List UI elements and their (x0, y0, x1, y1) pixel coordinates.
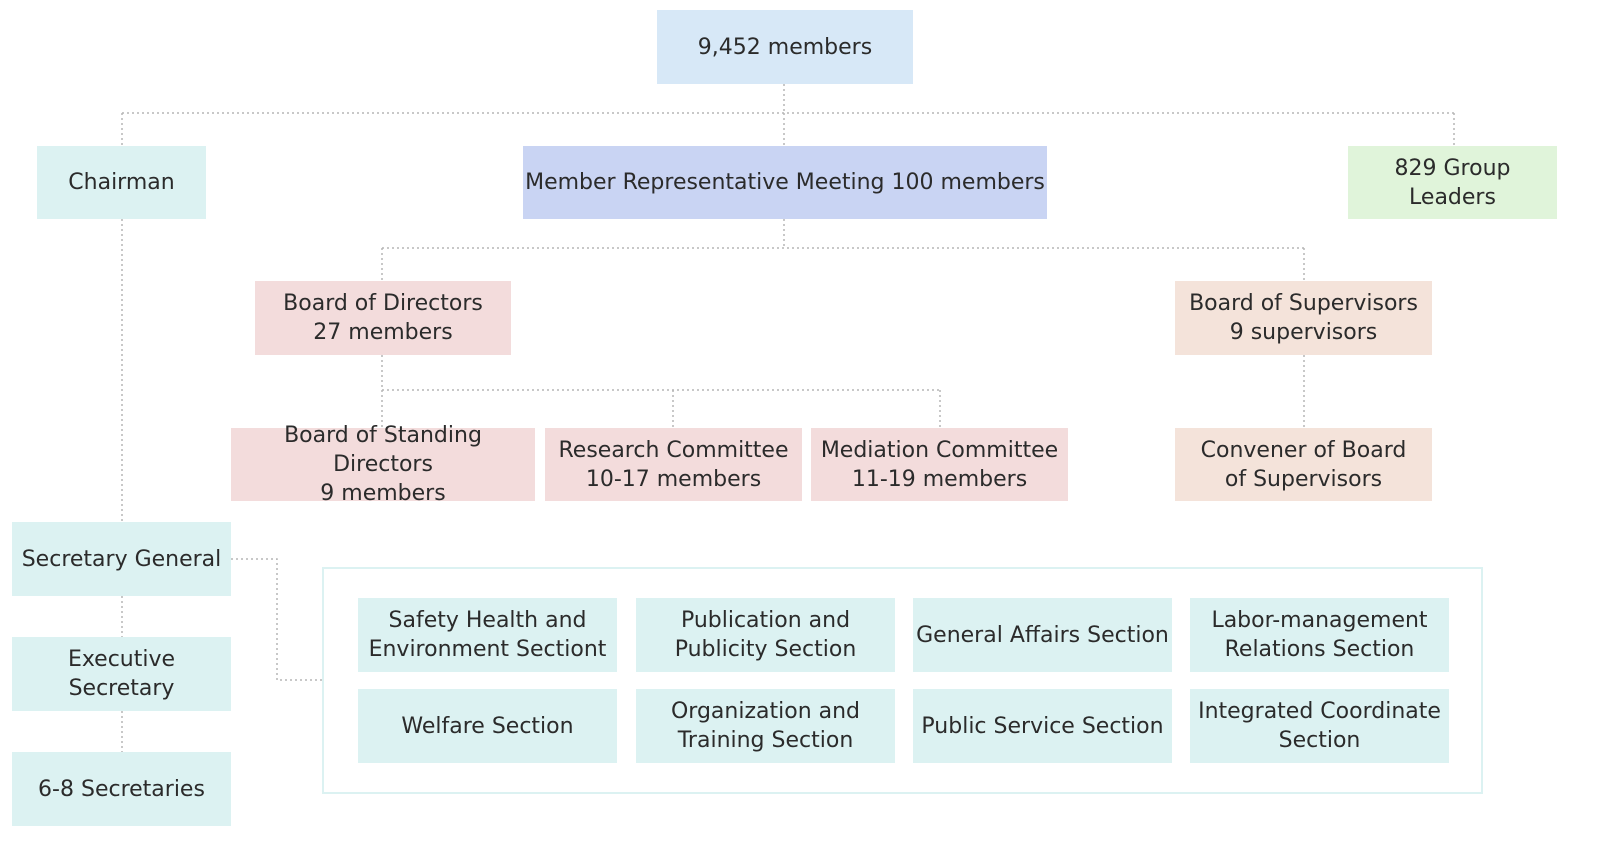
representative-meeting-box: Member Representative Meeting 100 member… (523, 146, 1047, 219)
research-committee-title: Research Committee (558, 437, 789, 463)
mediation-committee-title: Mediation Committee (820, 437, 1059, 463)
section-label: Labor-management (1211, 608, 1428, 633)
section-label: Public Service Section (921, 713, 1164, 739)
research-committee-count: 10-17 members (585, 466, 762, 492)
section-welfare: Welfare Section (358, 689, 617, 763)
chairman-box: Chairman (37, 146, 206, 219)
section-label: Welfare Section (401, 713, 574, 739)
board-of-supervisors-box: Board of Supervisors 9 supervisors (1175, 281, 1432, 355)
secretaries-label: 6-8 Secretaries (38, 776, 205, 802)
representative-meeting-label: Member Representative Meeting 100 member… (525, 170, 1045, 195)
total-members-label: 9,452 members (697, 34, 873, 60)
convener-line-1: Convener of Board (1200, 437, 1407, 463)
section-label: Environment Sectiont (368, 637, 607, 662)
section-label: General Affairs Section (916, 622, 1169, 648)
board-of-directors-title: Board of Directors (283, 291, 483, 316)
section-labor-management: Labor-management Relations Section (1190, 598, 1449, 672)
section-public-service: Public Service Section (913, 689, 1172, 763)
standing-directors-title: Board of Standing Directors (284, 423, 482, 477)
convener-box: Convener of Board of Supervisors (1175, 428, 1432, 501)
standing-directors-count: 9 members (320, 481, 446, 506)
section-label: Organization and (670, 699, 861, 724)
connector-meeting-boards (381, 219, 1305, 281)
board-of-supervisors-title: Board of Supervisors (1189, 291, 1418, 316)
chairman-label: Chairman (68, 170, 175, 195)
section-label: Publicity Section (674, 637, 857, 662)
section-label: Section (1278, 728, 1361, 753)
connector-directors-committees (381, 355, 941, 428)
section-label: Publication and (680, 608, 851, 633)
secretary-general-box: Secretary General (12, 522, 231, 596)
board-of-directors-count: 27 members (313, 320, 453, 345)
connector-secretary-sections (231, 558, 322, 681)
board-of-supervisors-count: 9 supervisors (1229, 320, 1378, 345)
section-label: Training Section (677, 728, 854, 753)
section-label: Safety Health and (388, 608, 587, 633)
section-integrated-coordinate: Integrated Coordinate Section (1190, 689, 1449, 763)
convener-line-2: of Supervisors (1224, 466, 1383, 492)
section-safety-health: Safety Health and Environment Sectiont (358, 598, 617, 672)
mediation-committee-count: 11-19 members (851, 466, 1028, 492)
executive-secretary-label: Executive Secretary (67, 647, 176, 701)
section-publication: Publication and Publicity Section (636, 598, 895, 672)
section-general-affairs: General Affairs Section (913, 598, 1172, 672)
total-members-box: 9,452 members (657, 10, 913, 84)
section-label: Integrated Coordinate (1198, 699, 1441, 724)
research-committee-box: Research Committee 10-17 members (545, 428, 802, 501)
board-of-directors-box: Board of Directors 27 members (255, 281, 511, 355)
group-leaders-box: 829 Group Leaders (1348, 146, 1557, 219)
secretary-general-label: Secretary General (21, 546, 222, 572)
mediation-committee-box: Mediation Committee 11-19 members (811, 428, 1068, 501)
secretaries-box: 6-8 Secretaries (12, 752, 231, 826)
group-leaders-label: 829 Group Leaders (1394, 155, 1511, 210)
connector-top-bus (121, 84, 1455, 146)
executive-secretary-box: Executive Secretary (12, 637, 231, 711)
sections-group: Safety Health and Environment Sectiont P… (322, 567, 1483, 794)
section-organization-training: Organization and Training Section (636, 689, 895, 763)
standing-directors-box: Board of Standing Directors 9 members (231, 423, 535, 506)
section-label: Relations Section (1224, 637, 1415, 662)
